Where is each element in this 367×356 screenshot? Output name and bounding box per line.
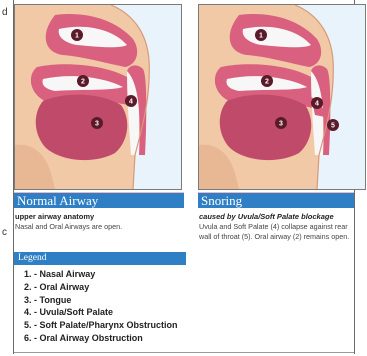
legend-list: 1. - Nasal Airway 2. - Oral Airway 3. - … — [24, 268, 178, 345]
marker-label: 2 — [265, 79, 269, 86]
legend-item: 4. - Uvula/Soft Palate — [24, 306, 178, 319]
marker-label: 3 — [95, 121, 99, 128]
snoring-description: Uvula and Soft Palate (4) collapse again… — [199, 222, 351, 241]
normal-airway-illustration: 1 2 3 4 — [14, 4, 182, 190]
normal-airway-banner: Normal Airway — [14, 192, 184, 208]
legend-item: 5. - Soft Palate/Pharynx Obstruction — [24, 319, 178, 332]
marker-label: 4 — [315, 101, 319, 108]
snoring-subtitle: caused by Uvula/Soft Palate blockage — [199, 212, 334, 221]
bottom-divider — [14, 352, 354, 353]
marker-label: 5 — [331, 123, 335, 130]
marker-label: 3 — [279, 121, 283, 128]
legend-item: 1. - Nasal Airway — [24, 268, 178, 281]
edge-glyph-top: d — [2, 8, 8, 18]
marker-label: 1 — [259, 33, 263, 40]
snoring-banner: Snoring — [198, 192, 354, 208]
tongue-shape — [220, 95, 312, 161]
marker-label: 4 — [129, 99, 133, 106]
edge-glyph-middle: c — [2, 228, 7, 238]
legend-title: Legend — [14, 252, 186, 265]
snoring-illustration: 1 2 3 4 5 — [198, 4, 366, 190]
legend-item: 6. - Oral Airway Obstruction — [24, 332, 178, 345]
legend-item: 3. - Tongue — [24, 294, 178, 307]
legend-item: 2. - Oral Airway — [24, 281, 178, 294]
normal-airway-subtitle: upper airway anatomy — [15, 212, 94, 221]
marker-label: 1 — [75, 33, 79, 40]
marker-label: 2 — [81, 79, 85, 86]
normal-airway-description: Nasal and Oral Airways are open. — [15, 222, 185, 232]
tongue-shape — [36, 95, 128, 161]
